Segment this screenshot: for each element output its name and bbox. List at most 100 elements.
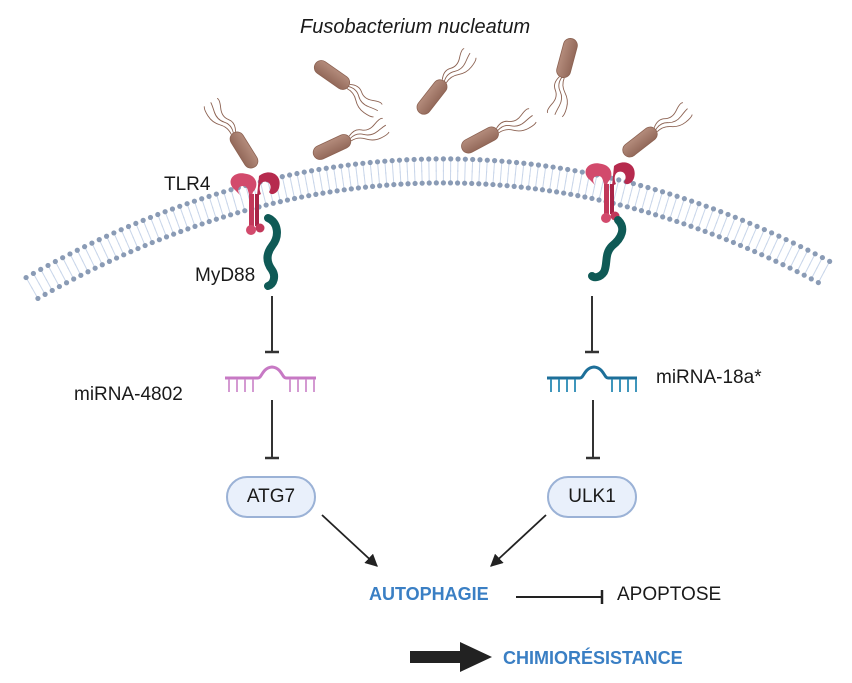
lipid-head bbox=[118, 227, 124, 233]
flagellum bbox=[496, 108, 530, 129]
lipid-head bbox=[391, 181, 397, 188]
lipid-head bbox=[263, 202, 269, 208]
lipid-head bbox=[96, 237, 102, 243]
flagellum bbox=[346, 88, 374, 118]
lipid-head bbox=[206, 218, 212, 225]
lipid-head bbox=[674, 218, 680, 225]
lipid-head bbox=[52, 258, 58, 265]
lipid-head bbox=[82, 244, 88, 250]
lipid-head bbox=[808, 276, 814, 282]
lipid-head bbox=[185, 226, 191, 232]
lipid-head bbox=[301, 169, 307, 175]
lipid-head bbox=[135, 245, 141, 252]
lipid-head bbox=[184, 201, 190, 207]
tlr4-receptor-right bbox=[585, 162, 635, 223]
lipid-head bbox=[776, 233, 782, 239]
myd88-right bbox=[588, 216, 627, 282]
lipid-head bbox=[631, 206, 637, 212]
lipid-head bbox=[737, 242, 744, 249]
lipid-head bbox=[539, 187, 546, 193]
lipid-head bbox=[696, 201, 702, 207]
label-tlr4: TLR4 bbox=[164, 174, 211, 195]
lipid-head bbox=[291, 195, 298, 202]
lipid-head bbox=[92, 265, 98, 271]
lipid-head bbox=[477, 157, 483, 163]
flagellum bbox=[653, 102, 683, 128]
lipid-head bbox=[630, 180, 636, 187]
lipid-head bbox=[739, 217, 746, 223]
lipid-head bbox=[470, 156, 476, 163]
title-organism: Fusobacterium nucleatum bbox=[300, 16, 531, 38]
activation-arrow-ulk1-autophagy bbox=[490, 514, 547, 567]
lipid-head bbox=[71, 276, 77, 282]
lipid-head bbox=[113, 255, 120, 261]
lipid-head bbox=[192, 223, 198, 229]
lipid-head bbox=[334, 188, 340, 194]
lipid-head bbox=[798, 243, 804, 250]
flagellum bbox=[203, 106, 232, 135]
lipid-head bbox=[805, 247, 811, 253]
lipid-head bbox=[546, 188, 553, 194]
lipid-head bbox=[42, 291, 48, 298]
lipid-head bbox=[63, 280, 70, 286]
lipid-head bbox=[710, 206, 717, 212]
flagellum bbox=[554, 77, 563, 115]
bacterium bbox=[461, 108, 537, 154]
lipid-head bbox=[162, 209, 168, 215]
lipid-head bbox=[213, 216, 219, 222]
lipid-head bbox=[716, 234, 722, 240]
lipid-head bbox=[645, 210, 652, 216]
lipid-head bbox=[780, 262, 786, 268]
lipid-head bbox=[689, 198, 695, 204]
flagellum bbox=[441, 48, 465, 80]
lipid-head bbox=[338, 163, 344, 169]
bacterium bbox=[313, 60, 383, 118]
lipid-head bbox=[199, 221, 205, 227]
lipid-head bbox=[718, 209, 724, 215]
lipid-head bbox=[412, 180, 418, 187]
flagellum bbox=[216, 97, 236, 132]
lipid-head bbox=[23, 274, 29, 281]
lipid-head bbox=[382, 158, 388, 164]
lipid-head bbox=[177, 203, 183, 209]
lipid-head bbox=[819, 254, 825, 261]
lipid-head bbox=[345, 162, 351, 168]
lipid-head bbox=[681, 221, 687, 227]
lipid-head bbox=[78, 272, 84, 278]
lipid-head bbox=[652, 186, 658, 193]
lipid-head bbox=[579, 169, 585, 175]
lipid-head bbox=[384, 182, 390, 188]
lipid-head bbox=[85, 269, 91, 275]
lipid-head bbox=[827, 258, 833, 265]
lipid-head bbox=[377, 183, 383, 189]
lipid-head bbox=[171, 231, 177, 237]
lipid-head bbox=[565, 166, 571, 173]
lipid-head bbox=[426, 180, 432, 186]
label-mirna-4802: miRNA-4802 bbox=[74, 384, 183, 405]
lipid-head bbox=[455, 156, 461, 162]
bacterium bbox=[546, 38, 578, 118]
lipid-head bbox=[45, 262, 51, 269]
lipid-head bbox=[582, 194, 588, 200]
lipid-head bbox=[752, 248, 758, 255]
lipid-head bbox=[149, 239, 155, 246]
lipid-head bbox=[279, 174, 285, 180]
lipid-head bbox=[513, 159, 520, 166]
lipid-head bbox=[277, 199, 283, 205]
lipid-head bbox=[411, 156, 417, 163]
flagellum bbox=[348, 86, 379, 112]
lipid-head bbox=[667, 191, 673, 197]
lipid-head bbox=[106, 258, 113, 264]
lipid-head bbox=[783, 236, 789, 243]
label-autophagy: AUTOPHAGIE bbox=[369, 584, 489, 604]
node-atg7-label: ATG7 bbox=[246, 486, 296, 507]
lipid-head bbox=[589, 195, 595, 202]
tlr4-receptor-left bbox=[230, 172, 280, 235]
lipid-head bbox=[155, 211, 161, 218]
lipid-head bbox=[419, 180, 425, 186]
bacterium bbox=[312, 117, 390, 160]
lipid-head bbox=[163, 234, 170, 240]
lipid-head bbox=[89, 240, 95, 246]
activation-arrow-atg7-autophagy bbox=[321, 514, 378, 567]
lipid-head bbox=[801, 272, 807, 278]
